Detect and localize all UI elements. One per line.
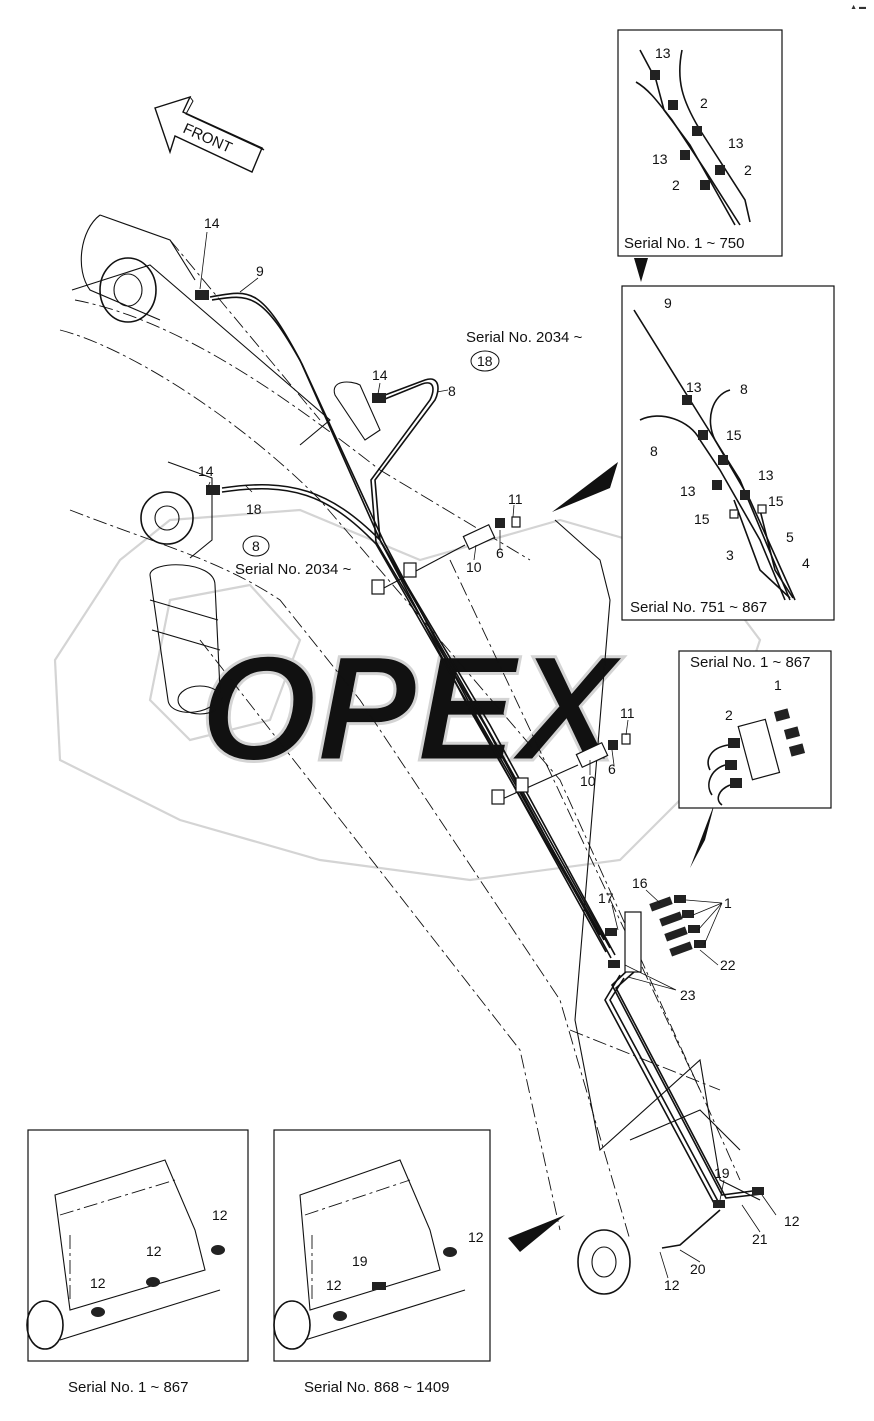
part-labels: 14 9 14 8 14 18 11 6 10 11 6 10 16 1 17 … <box>198 215 800 1293</box>
watermark-text: OPEX <box>200 624 625 792</box>
inset-b-label-15-right: 15 <box>768 493 784 509</box>
inset-b-label-13-right: 13 <box>758 467 774 483</box>
inset-d-caption: Serial No. 1 ~ 867 <box>68 1379 189 1396</box>
inset-serial-1-750: 13 2 13 13 2 2 Serial No. 1 ~ 750 <box>617 29 783 257</box>
label-10a: 10 <box>466 559 482 575</box>
inset-b-label-15-top: 15 <box>726 427 742 443</box>
inset-b-label-13-left: 13 <box>680 483 696 499</box>
inset-a-label-13-top: 13 <box>655 45 671 61</box>
clamps <box>371 516 631 805</box>
corner-mark: ▲ ▬ <box>850 4 866 11</box>
label-16: 16 <box>632 875 648 891</box>
circled-references: 18 8 <box>242 350 500 557</box>
label-12b: 12 <box>664 1277 680 1293</box>
serial-label-upper: Serial No. 2034 ~ <box>466 329 583 346</box>
label-20: 20 <box>690 1261 706 1277</box>
ref-8b: 8 <box>252 538 260 554</box>
inset-a-label-2-left: 2 <box>672 177 680 193</box>
label-21: 21 <box>752 1231 768 1247</box>
serial-label-lower: Serial No. 2034 ~ <box>235 561 352 578</box>
inset-d-label-12-mid: 12 <box>146 1243 162 1259</box>
inset-b-label-8-left: 8 <box>650 443 658 459</box>
label-12a: 12 <box>784 1213 800 1229</box>
inset-serial-751-867: 9 13 8 15 8 13 13 15 15 5 3 4 Serial No.… <box>621 285 835 621</box>
label-17: 17 <box>598 890 614 906</box>
label-6b: 6 <box>608 761 616 777</box>
front-arrow: FRONT <box>154 95 265 173</box>
inset-e-label-19: 19 <box>352 1253 368 1269</box>
boom-cylinder <box>140 461 223 715</box>
inset-b-label-3: 3 <box>726 547 734 563</box>
inset-b-label-4: 4 <box>802 555 810 571</box>
inset-e-caption: Serial No. 868 ~ 1409 <box>304 1379 450 1396</box>
inset-b-caption: Serial No. 751 ~ 867 <box>630 599 767 616</box>
label-9a: 9 <box>256 263 264 279</box>
inset-d-label-12-top: 12 <box>212 1207 228 1223</box>
inset-b-label-8-top: 8 <box>740 381 748 397</box>
watermark: OPEX <box>53 508 762 882</box>
label-18b: 18 <box>246 501 262 517</box>
boom-pivot <box>80 214 321 421</box>
inset-serial-868-1409: 12 19 12 <box>273 1129 491 1362</box>
inset-e-label-12-low: 12 <box>326 1277 342 1293</box>
inset-a-caption: Serial No. 1 ~ 750 <box>624 235 745 252</box>
inset-a-label-13-right: 13 <box>728 135 744 151</box>
inset-serial-1-867-top: 1 2 Serial No. 1 ~ 867 <box>678 650 832 809</box>
inset-b-label-9: 9 <box>664 295 672 311</box>
inset-a-label-13-left: 13 <box>652 151 668 167</box>
label-1: 1 <box>724 895 732 911</box>
label-14a: 14 <box>204 215 220 231</box>
inset-d-label-12-low: 12 <box>90 1275 106 1291</box>
inset-c-label-2: 2 <box>725 707 733 723</box>
label-19: 19 <box>714 1165 730 1181</box>
inset-a-label-2-right: 2 <box>744 162 752 178</box>
inset-a-label-2-top: 2 <box>700 95 708 111</box>
label-23: 23 <box>680 987 696 1003</box>
label-10b: 10 <box>580 773 596 789</box>
boom-outline <box>59 264 761 1241</box>
inset-b-label-5: 5 <box>786 529 794 545</box>
inset-b-label-15-left: 15 <box>694 511 710 527</box>
ref-18a: 18 <box>477 353 493 369</box>
side-bracket <box>333 381 381 441</box>
label-22: 22 <box>720 957 736 973</box>
pointer-arrows <box>508 258 715 1252</box>
bottom-pin <box>577 1229 631 1295</box>
label-14c: 14 <box>198 463 214 479</box>
leader-lines <box>199 231 777 1279</box>
label-11b: 11 <box>620 705 635 721</box>
inset-serial-1-867-bottom: 12 12 12 <box>26 1129 249 1362</box>
fittings <box>195 290 764 1208</box>
inset-e-label-12-top: 12 <box>468 1229 484 1245</box>
label-6a: 6 <box>496 545 504 561</box>
label-11a: 11 <box>508 491 523 507</box>
inset-b-label-13-top: 13 <box>686 379 702 395</box>
inset-c-caption: Serial No. 1 ~ 867 <box>690 654 811 671</box>
label-8a: 8 <box>448 383 456 399</box>
label-14b: 14 <box>372 367 388 383</box>
hose-lines <box>209 292 763 1249</box>
inset-c-label-1: 1 <box>774 677 782 693</box>
